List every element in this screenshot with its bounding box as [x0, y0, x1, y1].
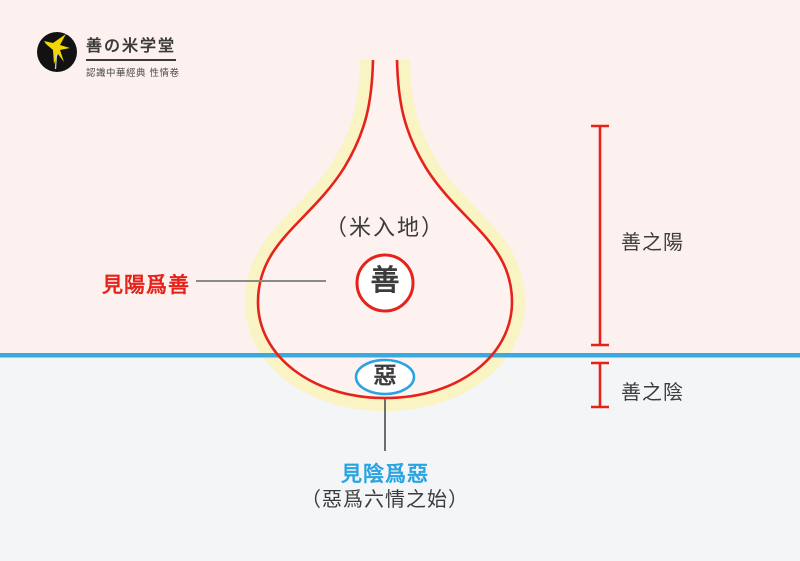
yang-of-good-label: 善之陽 — [621, 230, 684, 254]
good-character: 善 — [370, 263, 400, 297]
logo: 善の米学堂 認識中華經典 性情卷 — [36, 30, 180, 79]
see-yang-as-good-label: 見陽爲善 — [102, 273, 190, 297]
evil-ellipse — [354, 358, 416, 396]
logo-text: 善の米学堂 認識中華經典 性情卷 — [86, 30, 180, 79]
evil-character: 惡 — [373, 363, 397, 389]
logo-subtitle: 認識中華經典 性情卷 — [86, 68, 180, 79]
measure-bar-yin — [591, 361, 609, 409]
good-circle — [355, 253, 415, 313]
yin-of-good-label: 善之陰 — [621, 380, 684, 404]
see-yin-as-evil-label: 見陰爲惡 — [341, 462, 429, 486]
logo-title: 善の米学堂 — [86, 32, 177, 61]
bird-icon — [37, 32, 77, 72]
drop-outline — [256, 59, 514, 400]
horizon-line — [0, 353, 800, 358]
measure-bar-yang — [591, 124, 609, 347]
evil-origin-sublabel: （惡爲六情之始） — [301, 487, 469, 511]
drop-inner-label: （米入地） — [324, 216, 446, 241]
drop-interior — [258, 60, 512, 398]
